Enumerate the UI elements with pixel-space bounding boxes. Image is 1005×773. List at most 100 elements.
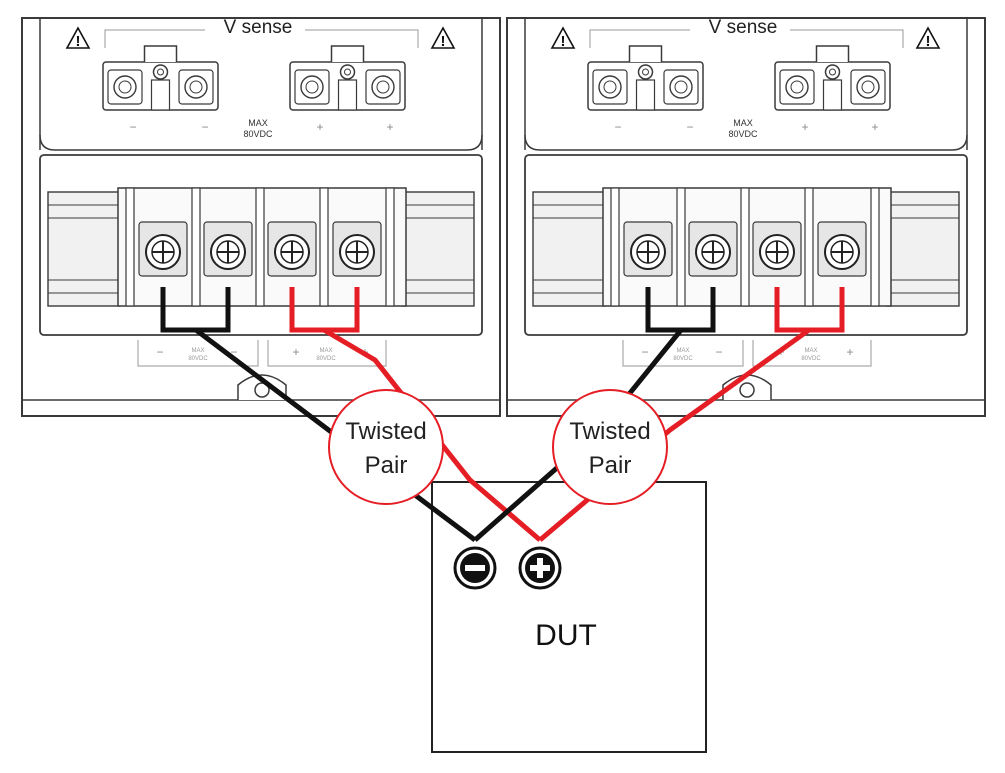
plus-icon-vertical: [537, 558, 543, 578]
terminal-barrier: [255, 187, 265, 307]
terminal-max-label: MAX: [676, 348, 689, 354]
twisted-pair-circle: [552, 389, 668, 505]
voltage-label: 80VDC: [243, 129, 273, 139]
terminal-screw-assembly: [688, 221, 738, 277]
dut-negative-terminal: [453, 546, 497, 590]
vsense-bracket-right: [305, 29, 419, 48]
sense-polarity-label: −: [129, 120, 136, 134]
terminal-side-clamp-left: [47, 191, 121, 307]
terminal-voltage-label: 80VDC: [316, 356, 336, 362]
terminal-max-label: MAX: [319, 348, 332, 354]
sense-polarity-label: +: [386, 120, 393, 134]
terminal-voltage-label: 80VDC: [188, 356, 208, 362]
terminal-screw-assembly: [138, 221, 188, 277]
warning-icon-mark: !: [926, 33, 931, 50]
sense-connector-screw-center: [829, 68, 836, 76]
vsense-bracket-left: [589, 29, 690, 48]
sense-polarity-label: +: [316, 120, 323, 134]
sense-connector-key: [822, 79, 843, 111]
terminal-barrier: [319, 187, 329, 307]
sense-polarity-label: −: [686, 120, 693, 134]
terminal-screw-assembly: [623, 221, 673, 277]
sense-connector-latch: [330, 45, 365, 62]
sense-connector: [102, 45, 219, 111]
mounting-hole: [254, 382, 270, 398]
sense-connector-latch: [628, 45, 663, 62]
terminal-voltage-label: 80VDC: [673, 356, 693, 362]
terminal-side-clamp-left: [532, 191, 606, 307]
sense-connector-key: [635, 79, 656, 111]
positive-jumper-wire: [774, 287, 845, 333]
sense-polarity-label: −: [614, 120, 621, 134]
vsense-bracket-left: [104, 29, 205, 48]
terminal-side-clamp-right: [886, 191, 960, 307]
sense-pin-inner: [674, 80, 688, 94]
unit2-positive-wire: [538, 327, 811, 542]
warning-icon-mark: !: [76, 33, 81, 50]
power-supply-unit-2: V sense!!−−++MAX80VDC−−++MAX80VDCMAX80VD…: [506, 17, 986, 417]
terminal-side-clamp-right: [401, 191, 475, 307]
sense-connector-latch: [143, 45, 178, 62]
warning-icon: [915, 26, 941, 49]
sense-pin-inner: [305, 80, 319, 94]
sense-connector-key: [150, 79, 171, 111]
sense-connector-screw-center: [642, 68, 649, 76]
positive-terminal-bracket: [267, 340, 387, 367]
mounting-hole: [739, 382, 755, 398]
sense-connector: [774, 45, 891, 111]
terminal-polarity-label: −: [230, 345, 237, 359]
sense-pin-inner: [376, 80, 390, 94]
sense-polarity-label: −: [201, 120, 208, 134]
terminal-screw-assembly: [817, 221, 867, 277]
warning-icon: [550, 26, 576, 49]
sense-connector: [587, 45, 704, 111]
terminal-barrier: [191, 187, 201, 307]
twisted-pair-line1: Twisted: [569, 418, 650, 445]
max-label: MAX: [733, 118, 753, 128]
sense-connector-screw-center: [344, 68, 351, 76]
vsense-label: V sense: [709, 17, 778, 38]
terminal-polarity-label: +: [292, 345, 299, 359]
minus-icon: [465, 565, 485, 571]
sense-connector-latch: [815, 45, 850, 62]
terminal-screw-assembly: [267, 221, 317, 277]
warning-icon: [430, 26, 456, 49]
twisted-pair-line1: Twisted: [345, 418, 426, 445]
sense-connector: [289, 45, 406, 111]
terminal-voltage-label: 80VDC: [801, 356, 821, 362]
terminal-screw-assembly: [332, 221, 382, 277]
terminal-polarity-label: +: [846, 345, 853, 359]
twisted-pair-circle: [328, 389, 444, 505]
negative-jumper-wire: [160, 287, 231, 333]
sense-pin-inner: [861, 80, 875, 94]
warning-icon-mark: !: [441, 33, 446, 50]
twisted-pair-line2: Pair: [589, 452, 632, 479]
terminal-polarity-label: −: [641, 345, 648, 359]
power-supply-unit-1: V sense!!−−++MAX80VDC−−++MAX80VDCMAX80VD…: [21, 17, 501, 417]
sense-pin-inner: [603, 80, 617, 94]
sense-connector-screw-center: [157, 68, 164, 76]
warning-icon: [65, 26, 91, 49]
terminal-screw-assembly: [203, 221, 253, 277]
negative-terminal-bracket: [137, 340, 259, 367]
warning-icon-mark: !: [561, 33, 566, 50]
dut-box: [431, 481, 707, 753]
terminal-screw-assembly: [752, 221, 802, 277]
vsense-label: V sense: [224, 17, 293, 38]
terminal-barrier: [610, 187, 620, 307]
twisted-pair-line2: Pair: [365, 452, 408, 479]
voltage-label: 80VDC: [728, 129, 758, 139]
sense-connector-key: [337, 79, 358, 111]
terminal-barrier: [385, 187, 395, 307]
vsense-bracket-right: [790, 29, 904, 48]
terminal-polarity-label: −: [715, 345, 722, 359]
terminal-barrier: [740, 187, 750, 307]
sense-pin-inner: [790, 80, 804, 94]
sense-polarity-label: +: [801, 120, 808, 134]
terminal-barrier: [870, 187, 880, 307]
sense-panel-outline: [524, 134, 968, 151]
